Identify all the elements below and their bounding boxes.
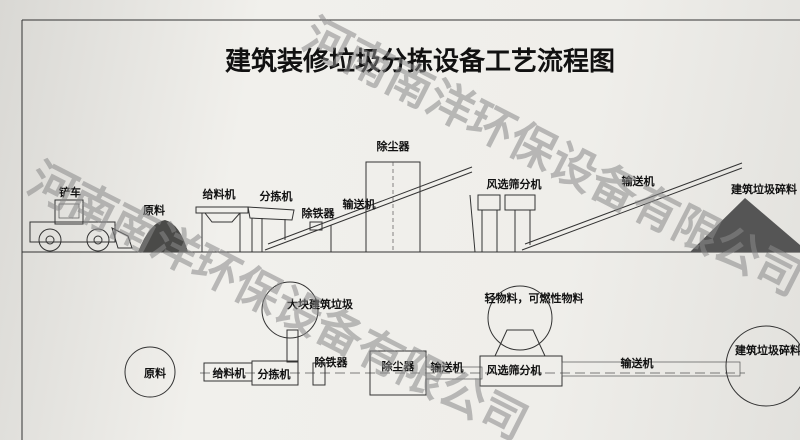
label-conveyor-1: 输送机 [343,197,376,211]
plan-label-dust-collector: 除尘器 [382,359,416,373]
raw-material-pile-icon [138,220,188,252]
conveyor-1-icon [264,166,473,251]
label-air-screen: 风选筛分机 [487,177,542,191]
plan-label-conveyor-2: 输送机 [621,356,654,370]
label-loader: 铲车 [59,185,81,199]
plan-conveyor-1 [425,366,483,380]
feeder-icon [195,206,249,252]
plan-label-light-material: 轻物料，可燃性物料 [485,291,584,305]
plan-label-air-screen: 风选筛分机 [487,363,542,377]
plan-chute [286,329,299,363]
label-dust-collector: 除尘器 [377,139,411,153]
crushed-output-pile-icon [690,198,800,252]
plan-label-raw-material: 原料 [144,366,166,380]
plan-air-screen-hopper [494,329,546,357]
label-iron-remover: 除铁器 [302,206,336,220]
plan-crushed-output-circle [725,325,800,407]
plan-label-feeder: 给料机 [213,366,246,380]
plan-large-waste-circle [261,281,319,339]
plan-sorter-box [251,360,299,386]
plan-iron-remover-box [312,362,326,386]
plan-label-sorter: 分拣机 [258,367,291,381]
conveyor-2-icon [521,162,743,251]
loader-icon [29,199,133,252]
label-conveyor-2: 输送机 [622,174,655,188]
diagram-title: 建筑装修垃圾分拣设备工艺流程图 [225,46,615,77]
label-crushed-output: 建筑垃圾碎料 [731,182,797,196]
sorter-icon [247,206,295,252]
plan-label-conveyor-1: 输送机 [431,360,464,374]
plan-light-material-circle [487,285,553,351]
air-screen-separator-icon [469,194,536,253]
plan-label-crushed-output: 建筑垃圾碎料 [735,343,800,357]
label-sorter: 分拣机 [260,189,293,203]
plan-label-iron-remover: 除铁器 [315,355,349,369]
label-feeder: 给料机 [203,187,236,201]
plan-raw-material-circle [124,346,176,398]
dust-collector-icon [365,161,421,253]
iron-remover-icon [309,221,332,252]
plan-conveyor-2 [561,361,741,377]
plan-label-large-waste: 大块建筑垃圾 [287,297,354,311]
label-raw-material: 原料 [143,203,165,217]
